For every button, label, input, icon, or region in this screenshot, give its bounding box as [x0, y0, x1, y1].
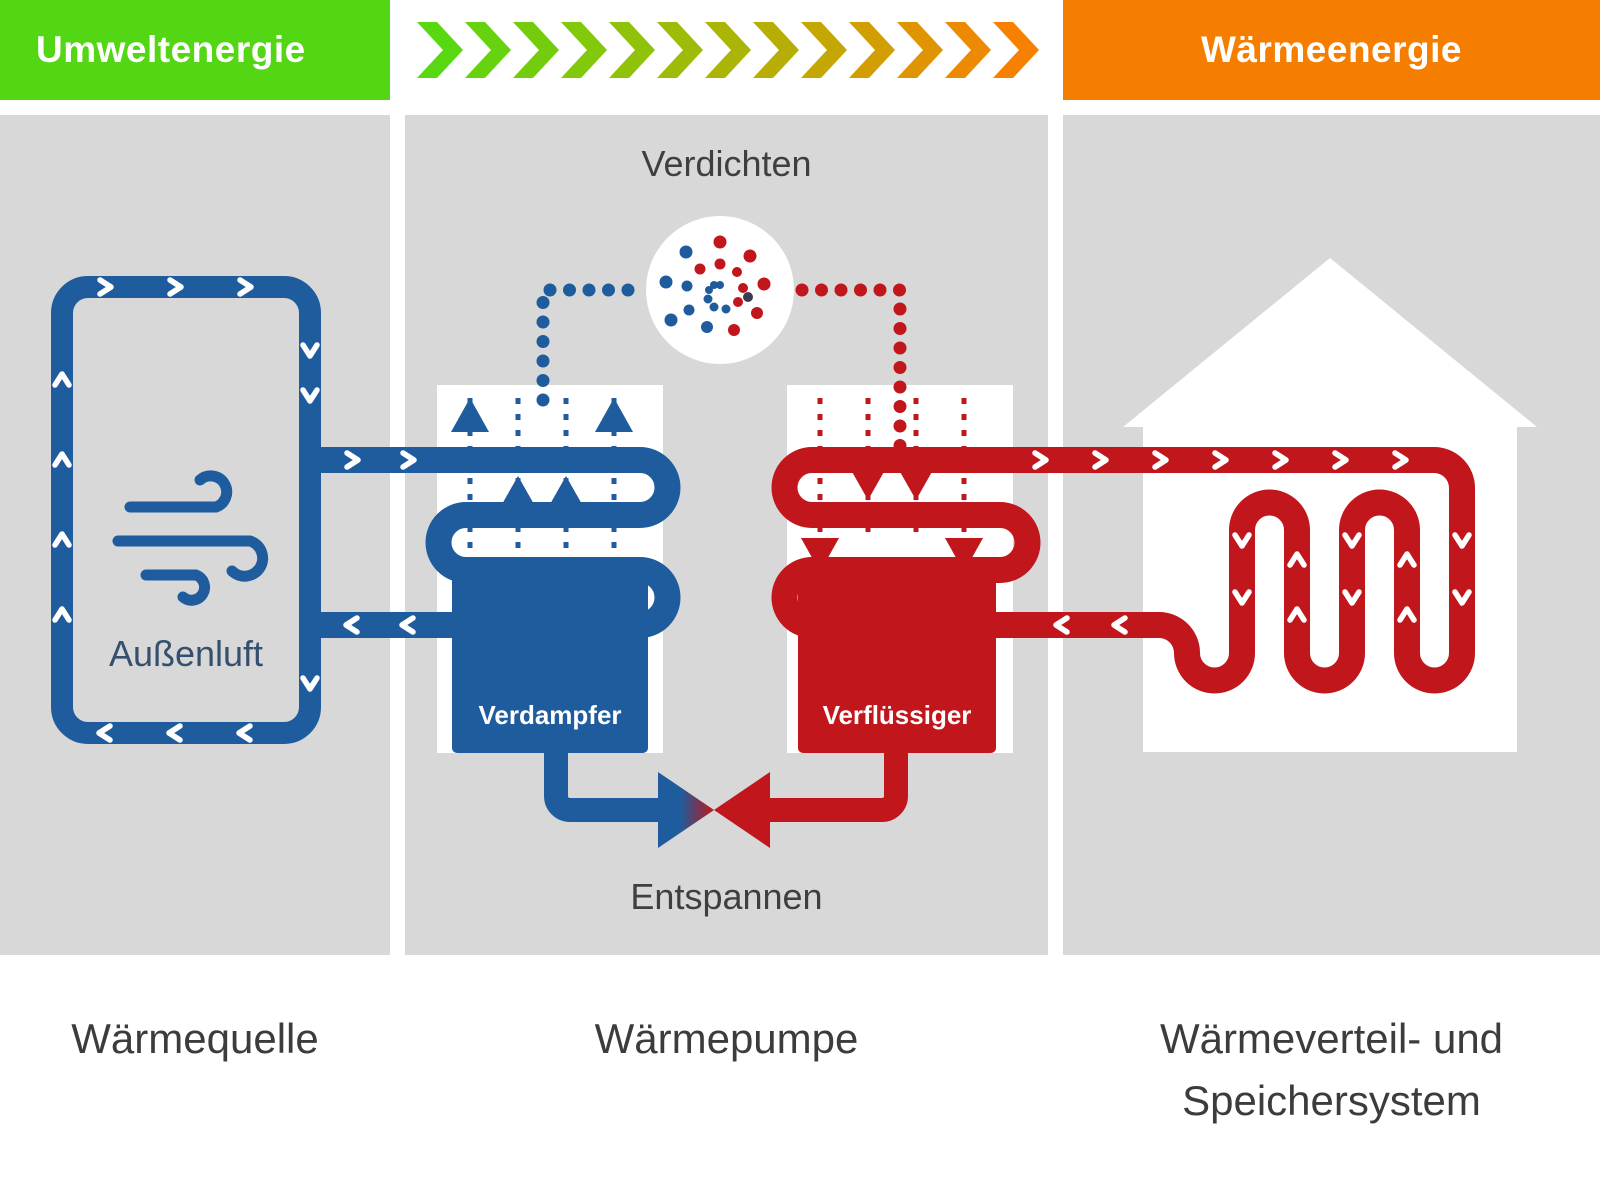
waermeverteilsystem-caption-line1: Wärmeverteil- und — [1159, 1015, 1504, 1062]
verdichten-label: Verdichten — [641, 143, 812, 184]
aussenluft-label: Außenluft — [108, 633, 264, 674]
umweltenergie-label: Umweltenergie — [36, 29, 306, 70]
verfluessiger-label: Verflüssiger — [822, 700, 972, 730]
header-waermeenergie: Wärmeenergie — [1063, 0, 1600, 100]
energy-transition-chevrons — [417, 22, 1039, 78]
panel-waermequelle — [0, 115, 390, 955]
waermeenergie-label: Wärmeenergie — [1201, 29, 1462, 70]
verdampfer-label: Verdampfer — [478, 700, 622, 730]
waermeverteilsystem-caption-line2: Speichersystem — [1182, 1077, 1481, 1124]
header-umweltenergie: Umweltenergie — [0, 0, 390, 100]
waermeverteilsystem-caption: Wärmeverteil- und Speichersystem — [1063, 1008, 1600, 1132]
entspannen-label: Entspannen — [630, 876, 823, 917]
waermepumpe-caption: Wärmepumpe — [594, 1015, 859, 1062]
panel-waermeverteilsystem — [1063, 115, 1600, 955]
waermequelle-caption: Wärmequelle — [71, 1015, 319, 1062]
panel-waermepumpe — [405, 115, 1048, 955]
